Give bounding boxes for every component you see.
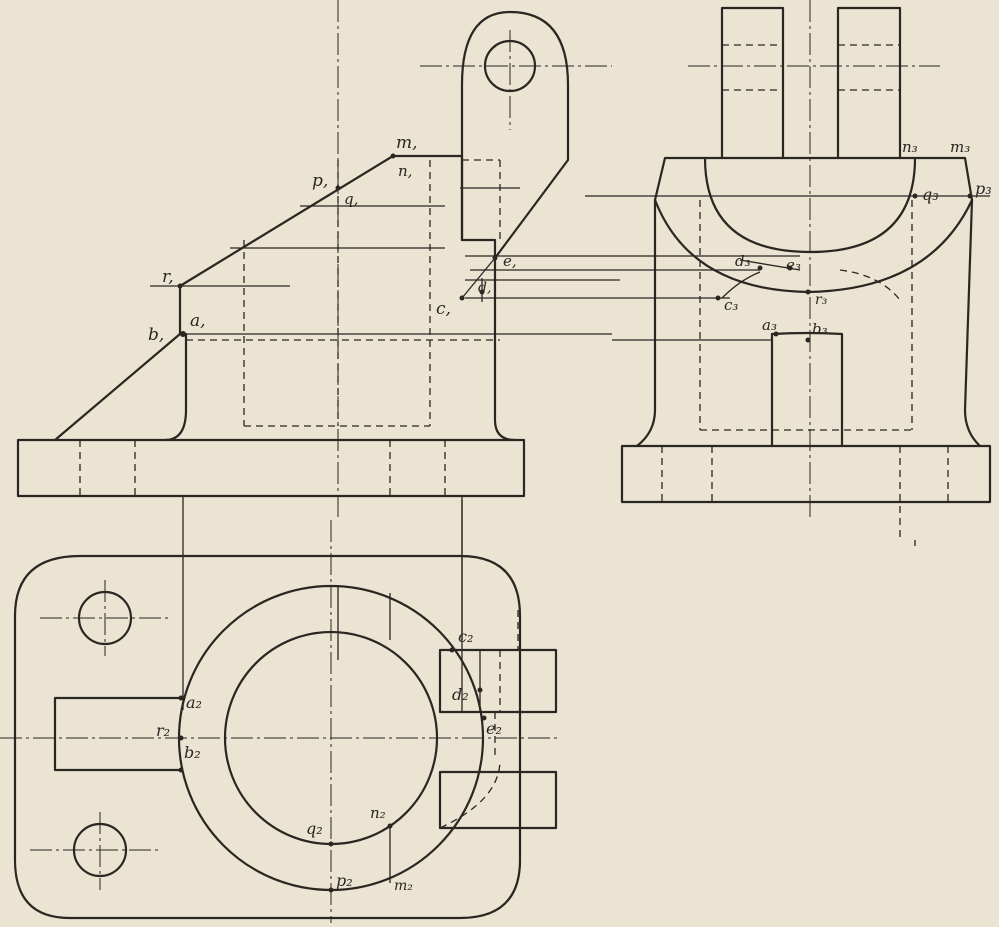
label-n3: n₃ (902, 138, 918, 156)
label-n2: n₂ (370, 804, 386, 822)
label-m3: m₃ (950, 138, 970, 156)
side-view: n₃ m₃ q₃ p₃ d₃ e₃ c₃ r₃ a₃ b₃ (585, 0, 992, 546)
label-e2: e₂ (486, 719, 502, 738)
front-view: m, n, p, q, r, a, b, c, d, e, (16, 0, 800, 710)
label-p1: p, (312, 171, 328, 191)
label-r2: r₂ (156, 721, 170, 740)
label-e3: e₃ (786, 256, 801, 274)
label-d2: d₂ (452, 685, 469, 704)
label-q2: q₂ (306, 819, 323, 838)
label-r3: r₃ (815, 292, 828, 308)
label-a2: a₂ (186, 693, 202, 712)
label-e1: e, (503, 252, 517, 270)
label-c2: c₂ (458, 627, 473, 646)
label-a3: a₃ (762, 316, 777, 334)
label-r1: r, (162, 267, 174, 287)
label-a1: a, (190, 311, 206, 331)
label-m2: m₂ (394, 878, 413, 894)
label-q3: q₃ (922, 185, 939, 204)
label-q1: q, (344, 190, 358, 208)
label-d1: d, (478, 280, 491, 296)
label-c3: c₃ (724, 296, 738, 314)
label-b1: b, (148, 325, 164, 345)
label-b2: b₂ (184, 743, 201, 762)
label-d3: d₃ (735, 252, 751, 270)
label-n1: n, (398, 162, 412, 180)
label-p2: p₂ (336, 871, 353, 890)
label-p3: p₃ (975, 179, 992, 198)
label-b3: b₃ (812, 320, 828, 338)
plan-view: c₂ d₂ e₂ a₂ r₂ b₂ q₂ n₂ p₂ m₂ (0, 500, 560, 923)
label-c1: c, (436, 299, 451, 319)
label-m1: m, (396, 133, 418, 153)
